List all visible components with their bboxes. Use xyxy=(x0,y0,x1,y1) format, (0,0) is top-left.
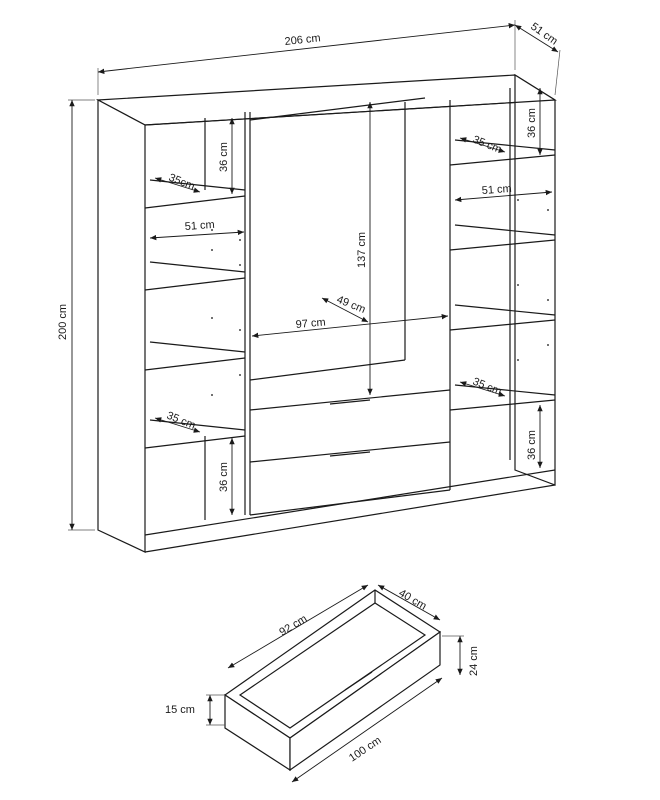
hanging-height-label: 137 cm xyxy=(356,232,368,268)
dimension-lines xyxy=(68,20,561,531)
shelf-pin-holes xyxy=(211,199,549,396)
right-inner-depth-label: 51 cm xyxy=(481,183,512,197)
right-top-shelf-height-label: 36 cm xyxy=(526,108,538,138)
drawer-inner-width-label: 92 cm xyxy=(277,613,309,639)
left-top-shelf-depth-label: 35cm xyxy=(167,172,196,193)
drawer-front-height-label: 15 cm xyxy=(165,704,195,716)
wardrobe-body xyxy=(95,73,557,553)
right-bottom-shelf-depth-label: 35 cm xyxy=(471,376,503,398)
drawer-dimension-lines xyxy=(206,584,464,783)
width-label: 206 cm xyxy=(284,32,321,48)
height-label: 200 cm xyxy=(57,304,69,340)
left-bottom-shelf-height-label: 36 cm xyxy=(218,462,230,492)
drawer-front-width-label: 100 cm xyxy=(347,734,384,764)
right-top-shelf-depth-label: 35 cm xyxy=(471,134,503,156)
left-bottom-shelf-depth-label: 35 cm xyxy=(165,410,197,432)
drawer-drawing xyxy=(223,589,442,772)
hanging-width-label: 97 cm xyxy=(295,316,326,331)
right-bottom-shelf-height-label: 36 cm xyxy=(526,430,538,460)
left-top-shelf-height-label: 36 cm xyxy=(218,142,230,172)
left-inner-depth-label: 51 cm xyxy=(184,219,215,233)
drawer-back-height-label: 24 cm xyxy=(468,646,480,676)
